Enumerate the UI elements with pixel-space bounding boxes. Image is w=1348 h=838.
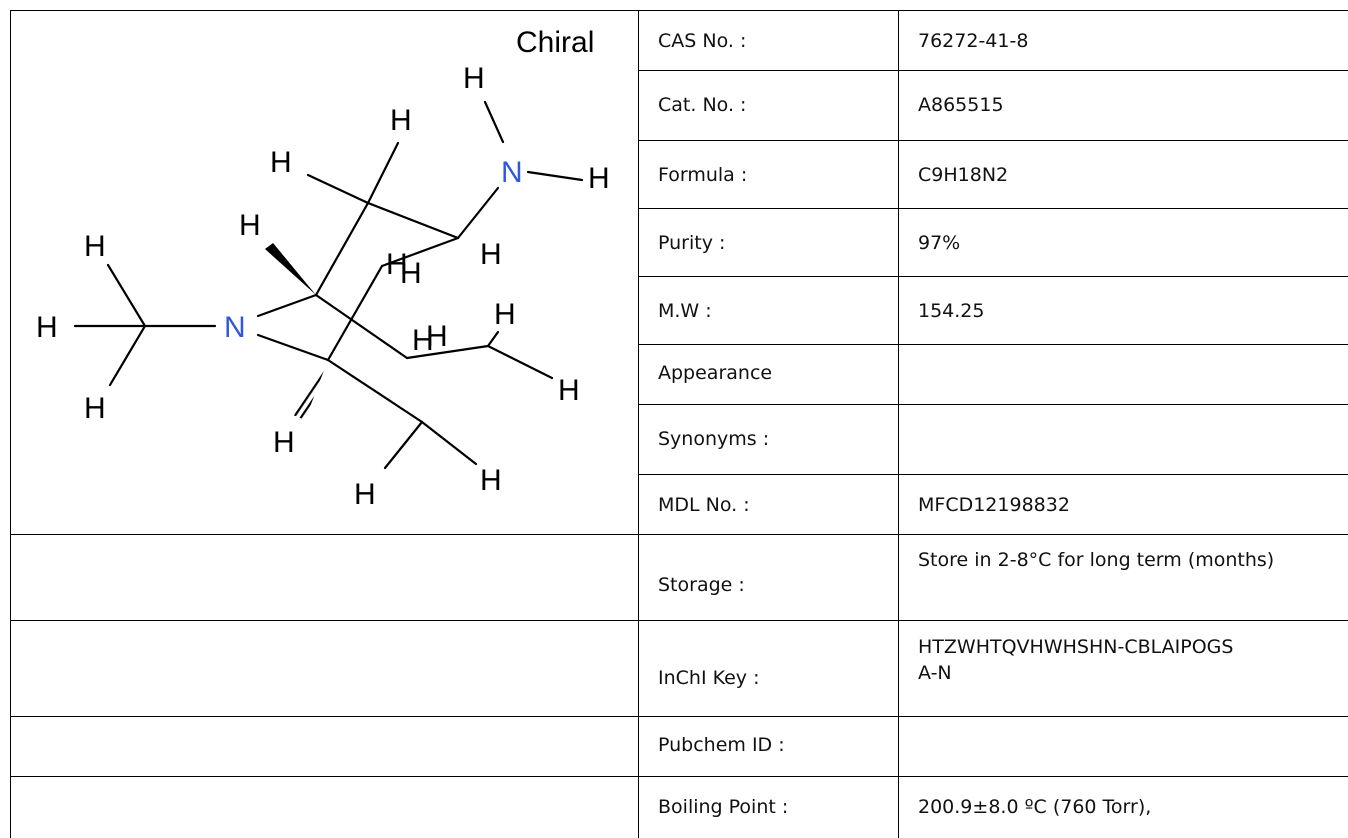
- grid-line: [638, 140, 1348, 141]
- grid-line: [10, 620, 1348, 621]
- grid-line: [638, 404, 1348, 405]
- molecular-weight-label: M.W :: [658, 300, 712, 322]
- grid-line: [10, 534, 1348, 535]
- grid-line: [10, 10, 11, 838]
- grid-line: [10, 716, 1348, 717]
- atom-hydrogen: H: [386, 248, 408, 281]
- grid-line: [10, 10, 1348, 11]
- atom-hydrogen: H: [270, 146, 292, 179]
- boiling-point-value: 200.9±8.0 ºC (760 Torr),: [918, 796, 1152, 818]
- grid-line: [10, 776, 1348, 777]
- grid-line: [638, 10, 639, 838]
- atom-hydrogen: H: [390, 104, 412, 137]
- hashed-bond: [293, 360, 328, 420]
- chemical-structure-image: Chiral: [36, 26, 610, 511]
- appearance-label: Appearance: [658, 362, 773, 384]
- atom-hydrogen: H: [273, 426, 295, 459]
- purity-label: Purity :: [658, 232, 726, 254]
- molecular-weight-value: 154.25: [918, 300, 985, 322]
- atom-hydrogen: H: [84, 230, 106, 263]
- formula-value: C9H18N2: [918, 164, 1009, 186]
- grid-line: [638, 344, 1348, 345]
- chiral-label: Chiral: [516, 26, 594, 59]
- cas-label: CAS No. :: [658, 30, 747, 52]
- atom-hydrogen: H: [354, 478, 376, 511]
- atom-hydrogen: H: [480, 464, 502, 497]
- cas-value: 76272-41-8: [918, 30, 1029, 52]
- grid-line: [638, 276, 1348, 277]
- storage-label: Storage :: [658, 574, 745, 596]
- boiling-point-label: Boiling Point :: [658, 796, 789, 818]
- product-info-table: CAS No. : Cat. No. : Formula : Purity : …: [10, 10, 1348, 838]
- atom-hydrogen: H: [400, 257, 422, 290]
- atom-nitrogen: N: [224, 311, 246, 344]
- catalog-label: Cat. No. :: [658, 94, 747, 116]
- grid-line: [638, 70, 1348, 71]
- grid-line: [638, 474, 1348, 475]
- storage-value: Store in 2-8°C for long term (months): [918, 549, 1275, 571]
- atom-hydrogen: H: [463, 62, 485, 95]
- wedge-bond: [265, 243, 316, 295]
- atom-hydrogen: H: [84, 392, 106, 425]
- atom-hydrogen: H: [239, 209, 261, 242]
- inchi-key-label: InChI Key :: [658, 667, 760, 689]
- pubchem-label: Pubchem ID :: [658, 734, 785, 756]
- grid-line: [638, 208, 1348, 209]
- atom-hydrogen: H: [558, 374, 580, 407]
- inchi-key-value: HTZWHTQVHWHSHN-CBLAIPOGSA-N: [918, 636, 1234, 684]
- grid-line: [898, 10, 899, 838]
- atom-hydrogen: H: [494, 298, 516, 331]
- atom-hydrogen: H: [480, 238, 502, 271]
- mdl-value: MFCD12198832: [918, 494, 1070, 516]
- atom-hydrogen: H: [426, 320, 448, 353]
- mdl-label: MDL No. :: [658, 494, 750, 516]
- atom-nitrogen: N: [501, 156, 523, 189]
- formula-label: Formula :: [658, 164, 748, 186]
- purity-value: 97%: [918, 232, 961, 254]
- synonyms-label: Synonyms :: [658, 428, 770, 450]
- atom-hydrogen: H: [36, 311, 58, 344]
- atom-hydrogen: H: [412, 324, 434, 357]
- atom-hydrogen: H: [588, 162, 610, 195]
- catalog-value: A865515: [918, 94, 1004, 116]
- bond-lines: [73, 100, 584, 470]
